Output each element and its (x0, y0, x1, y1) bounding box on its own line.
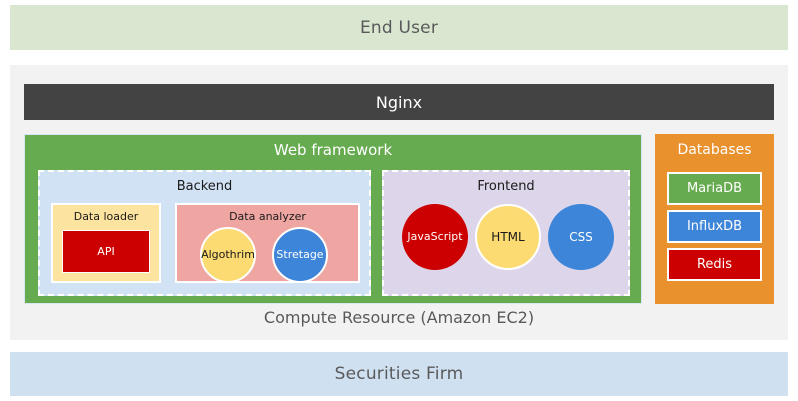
web-framework-block: Web framework Backend Data loader API Da… (24, 134, 642, 304)
nginx-block: Nginx (24, 84, 774, 120)
api-block: API (62, 230, 150, 273)
frontend-zone: Frontend JavaScript HTML CSS (382, 170, 630, 296)
securities-firm-layer: Securities Firm (10, 352, 788, 396)
javascript-label: JavaScript (407, 230, 463, 244)
securities-firm-label: Securities Firm (334, 364, 464, 384)
frontend-title: Frontend (477, 179, 535, 194)
backend-title: Backend (176, 179, 233, 194)
database-item-influxdb: InfluxDB (667, 210, 762, 243)
css-node: CSS (548, 204, 614, 270)
html-label: HTML (491, 229, 525, 244)
algothrim-label: Algothrim (201, 248, 255, 262)
end-user-label: End User (359, 17, 439, 38)
data-analyzer-block: Data analyzer Algothrim Stretage (175, 203, 360, 283)
algothrim-node: Algothrim (200, 227, 256, 283)
influxdb-label: InfluxDB (686, 219, 743, 234)
mariadb-label: MariaDB (686, 181, 743, 196)
javascript-node: JavaScript (402, 204, 468, 270)
database-item-mariadb: MariaDB (667, 172, 762, 205)
databases-block: Databases MariaDB InfluxDB Redis (655, 134, 774, 304)
redis-label: Redis (696, 257, 733, 272)
web-framework-title: Web framework (273, 141, 393, 159)
compute-resource-layer: Nginx Web framework Backend Data loader … (10, 65, 788, 340)
stretage-label: Stretage (276, 248, 324, 262)
data-loader-title: Data loader (73, 210, 139, 223)
data-analyzer-title: Data analyzer (229, 210, 306, 223)
html-node: HTML (475, 204, 541, 270)
css-label: CSS (569, 229, 593, 244)
stretage-node: Stretage (272, 227, 328, 283)
databases-title: Databases (677, 142, 752, 158)
data-loader-block: Data loader API (51, 203, 161, 283)
nginx-label: Nginx (375, 92, 423, 112)
database-item-redis: Redis (667, 248, 762, 281)
compute-resource-label: Compute Resource (Amazon EC2) (263, 308, 535, 327)
end-user-layer: End User (10, 5, 788, 50)
backend-zone: Backend Data loader API Data analyzer Al… (38, 170, 371, 296)
api-label: API (97, 245, 115, 258)
